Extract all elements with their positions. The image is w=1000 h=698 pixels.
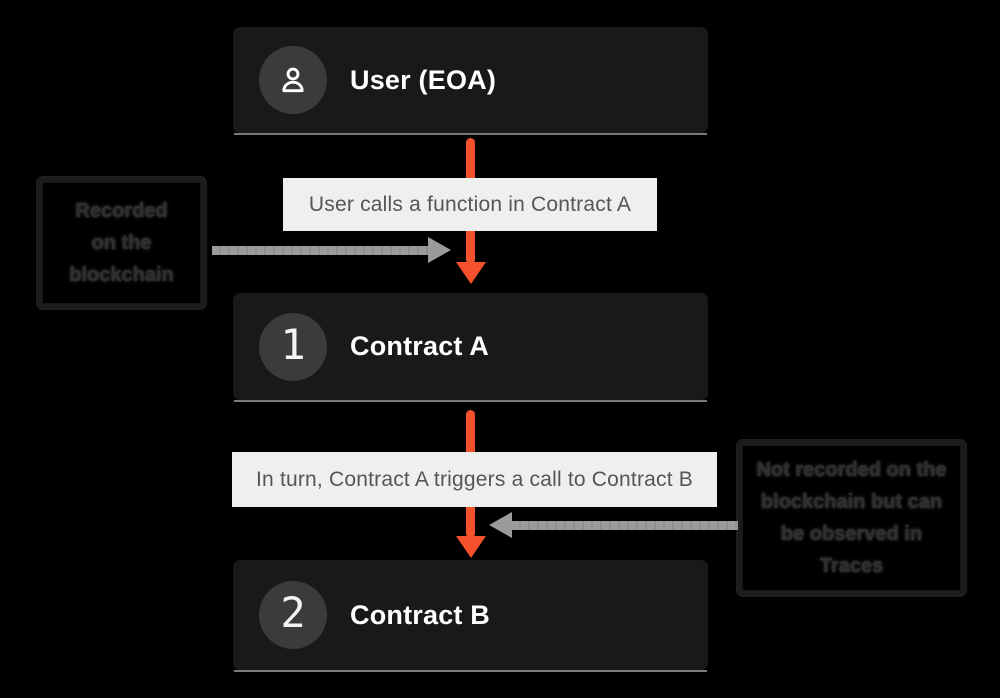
right-annotation-arrow-line <box>512 521 738 530</box>
annotation-not-recorded-traces: Not recorded on the blockchain but can b… <box>737 440 966 596</box>
annotation-right-line-4: Traces <box>819 555 884 577</box>
left-annotation-right-arrow-icon <box>428 237 451 263</box>
node-user-eoa: User (EOA) <box>233 27 708 135</box>
node-contract-a: 1 Contract A <box>233 293 708 402</box>
step-1-circle: 1 <box>259 312 327 381</box>
node-title-contract-a: Contract A <box>350 331 490 361</box>
edge-label-user-call-text: User calls a function in Contract A <box>308 192 632 216</box>
edge-label-internal-call-text: In turn, Contract A triggers a call to C… <box>256 467 693 491</box>
avatar-circle <box>259 46 327 114</box>
step-1-number: 1 <box>280 319 306 369</box>
annotation-recorded-on-chain: Recorded on the blockchain <box>37 177 206 309</box>
annotation-right-line-1: Not recorded on the <box>756 459 947 481</box>
edge-label-internal-call: In turn, Contract A triggers a call to C… <box>232 452 717 507</box>
person-icon <box>275 62 311 98</box>
flow-arrow-1-down-arrow-icon <box>456 262 486 284</box>
annotation-left-line-3: blockchain <box>69 264 174 286</box>
annotation-right-line-3: be observed in <box>780 523 923 545</box>
annotation-left-line-2: on the <box>91 232 152 254</box>
right-annotation-left-arrow-icon <box>489 512 512 538</box>
left-annotation-arrow-line <box>212 246 428 255</box>
annotation-left-line-1: Recorded <box>75 200 168 222</box>
node-title-contract-b: Contract B <box>350 599 491 630</box>
flow-arrow-2-down-arrow-icon <box>456 536 486 558</box>
step-2-number: 2 <box>280 588 306 637</box>
edge-label-user-call: User calls a function in Contract A <box>283 178 657 231</box>
step-2-circle: 2 <box>259 581 327 649</box>
annotation-right-line-2: blockchain but can <box>760 491 943 513</box>
node-title-user: User (EOA) <box>350 64 497 95</box>
node-contract-b: 2 Contract B <box>233 560 708 672</box>
